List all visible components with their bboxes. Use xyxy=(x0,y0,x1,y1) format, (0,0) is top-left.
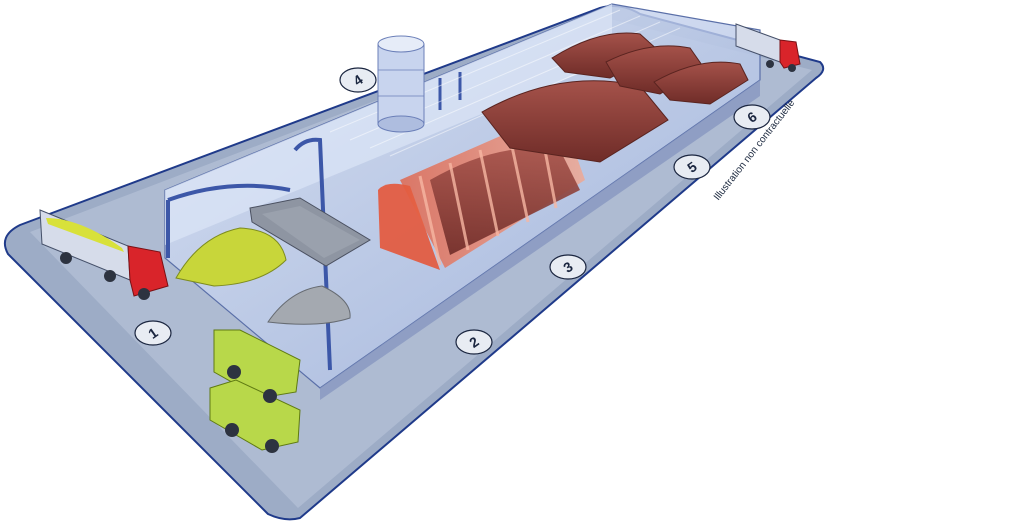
biofilter-tower xyxy=(377,35,425,133)
zone-badge-circle xyxy=(733,104,771,130)
dumper-trucks xyxy=(209,329,301,453)
delivery-truck xyxy=(39,209,169,300)
zone-badge-3: 3 xyxy=(549,254,587,280)
zone-badge-circle xyxy=(549,254,587,280)
zone-badge-4: 4 xyxy=(339,67,377,93)
maturation-piles xyxy=(481,32,749,163)
zone-badge-circle xyxy=(673,154,711,180)
zone-badge-circle xyxy=(134,320,172,346)
zone-badge-1: 1 xyxy=(134,320,172,346)
zone-badge-2: 2 xyxy=(455,329,493,355)
dispatch-truck xyxy=(735,23,801,72)
reception-materials xyxy=(175,197,371,325)
zone-badge-6: 6 xyxy=(733,104,771,130)
zone-badge-circle xyxy=(455,329,493,355)
zone-badge-5: 5 xyxy=(673,154,711,180)
zone-badge-circle xyxy=(339,67,377,93)
